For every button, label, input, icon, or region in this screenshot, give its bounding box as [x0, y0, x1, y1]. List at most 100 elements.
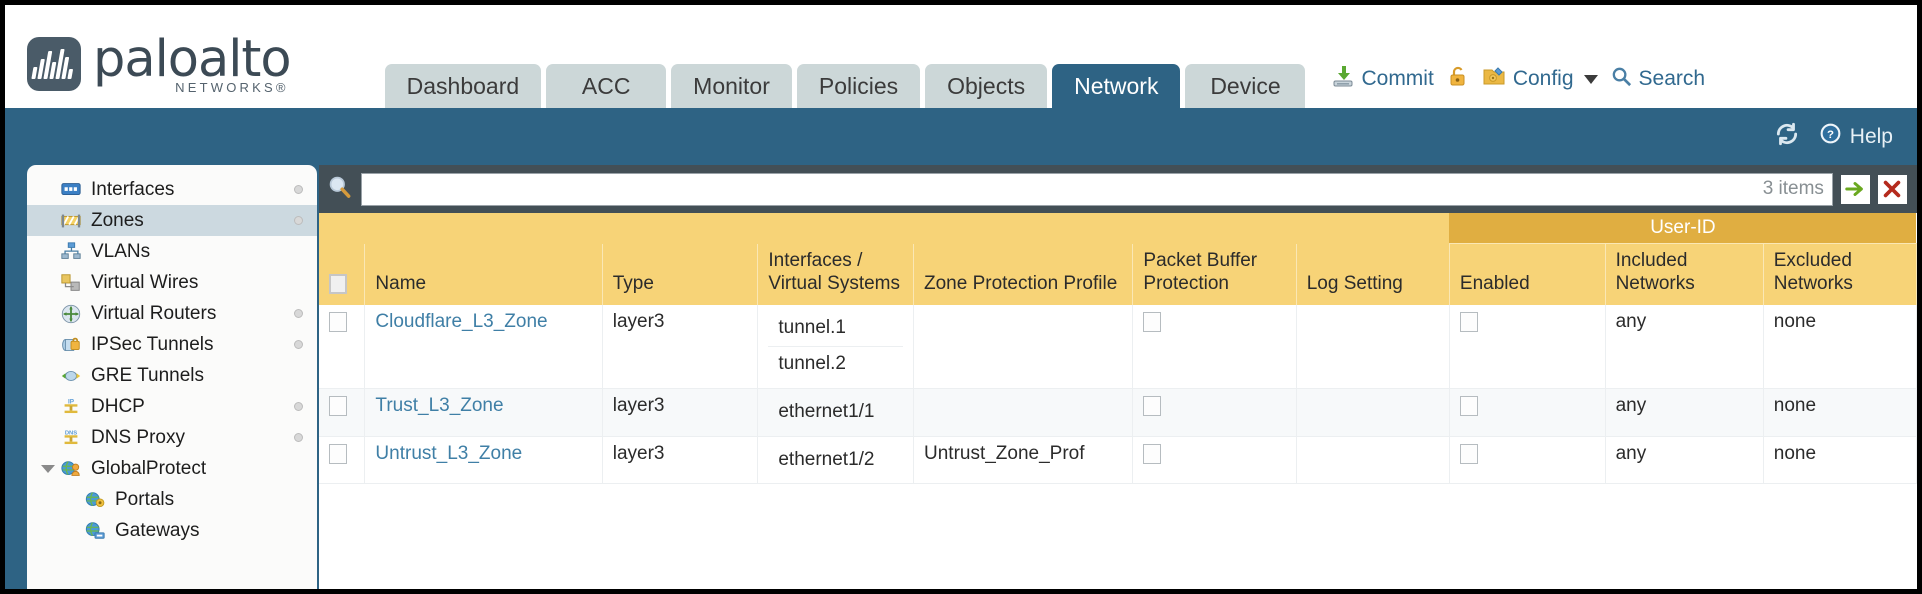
column-header-log-setting[interactable]: Log Setting	[1296, 243, 1450, 306]
cell-packet-buffer-protection[interactable]	[1132, 436, 1297, 485]
search-field-wrap[interactable]: 3 items	[361, 172, 1833, 206]
zone-name-link[interactable]: Cloudflare_L3_Zone	[375, 311, 548, 333]
column-header-zone-protection-profile[interactable]: Zone Protection Profile	[913, 243, 1134, 306]
userid-enabled-checkbox[interactable]	[1459, 443, 1478, 464]
sub-toolbar: ? Help	[5, 108, 1917, 165]
search-button[interactable]: Search	[1610, 65, 1706, 94]
sidebar-item-gre-tunnels[interactable]: GRE Tunnels	[27, 360, 317, 391]
search-magnifier-icon	[1610, 65, 1633, 94]
packet-buffer-protection-checkbox[interactable]	[1143, 395, 1162, 416]
search-input[interactable]	[370, 177, 1763, 201]
gre-tunnels-icon	[59, 366, 83, 386]
sidebar-item-dhcp[interactable]: IP DHCP	[27, 391, 317, 422]
virtual-routers-icon	[59, 304, 83, 324]
cell-interfaces: ethernet1/1	[757, 388, 914, 437]
cell-zone-name: Untrust_L3_Zone	[364, 436, 603, 485]
sidebar-item-globalprotect[interactable]: GlobalProtect	[27, 453, 317, 484]
cell-userid-enabled[interactable]	[1449, 388, 1606, 437]
svg-text:IP: IP	[68, 398, 75, 405]
apply-filter-button[interactable]	[1840, 174, 1870, 204]
portals-icon	[83, 490, 107, 510]
cell-excluded-networks: none	[1763, 388, 1917, 437]
column-header-type[interactable]: Type	[602, 243, 759, 306]
lock-button[interactable]	[1446, 64, 1470, 94]
sidebar-item-virtual-wires[interactable]: Virtual Wires	[27, 267, 317, 298]
column-header-enabled[interactable]: Enabled	[1449, 243, 1606, 306]
tab-objects[interactable]: Objects	[925, 63, 1048, 108]
gateways-icon	[83, 521, 107, 541]
tab-acc[interactable]: ACC	[546, 63, 667, 108]
row-select-checkbox[interactable]	[329, 443, 347, 464]
cell-included-networks: any	[1605, 305, 1764, 389]
cell-userid-enabled[interactable]	[1449, 436, 1606, 485]
column-header-included-networks[interactable]: Included Networks	[1605, 243, 1764, 306]
search-magnifier-icon[interactable]	[327, 174, 353, 205]
lock-icon	[1446, 64, 1470, 94]
tab-policies[interactable]: Policies	[796, 63, 921, 108]
tab-monitor[interactable]: Monitor	[671, 63, 792, 108]
help-label: Help	[1849, 124, 1893, 148]
userid-enabled-checkbox[interactable]	[1459, 395, 1478, 416]
packet-buffer-protection-checkbox[interactable]	[1143, 312, 1162, 333]
sidebar-item-virtual-routers[interactable]: Virtual Routers	[27, 298, 317, 329]
interface-entry: tunnel.2	[778, 353, 846, 375]
sidebar-item-interfaces[interactable]: Interfaces	[27, 174, 317, 205]
tab-network[interactable]: Network	[1052, 63, 1181, 108]
row-select-checkbox[interactable]	[329, 312, 347, 333]
cell-log-setting	[1296, 436, 1450, 485]
column-header-name[interactable]: Name	[364, 243, 603, 306]
user-id-group-header: User-ID	[1449, 213, 1917, 245]
column-header-excluded-networks[interactable]: Excluded Networks	[1763, 243, 1917, 306]
main-panel: 3 items	[319, 165, 1917, 589]
row-select-checkbox[interactable]	[329, 395, 347, 416]
select-all-header[interactable]	[319, 243, 366, 306]
commit-button[interactable]: Commit	[1331, 64, 1434, 94]
column-header-packet-buffer-protection[interactable]: Packet Buffer Protection	[1132, 243, 1297, 306]
sidebar-item-gateways[interactable]: Gateways	[27, 515, 317, 546]
sidebar-item-label: DHCP	[91, 395, 145, 417]
column-header-interfaces-virtual-systems[interactable]: Interfaces / Virtual Systems	[757, 243, 914, 306]
zone-name-link[interactable]: Trust_L3_Zone	[375, 394, 504, 416]
sidebar-item-vlans[interactable]: VLANs	[27, 236, 317, 267]
sidebar-item-portals[interactable]: Portals	[27, 484, 317, 515]
packet-buffer-protection-checkbox[interactable]	[1143, 443, 1162, 464]
clear-filter-button[interactable]	[1877, 174, 1907, 204]
sidebar-item-ipsec-tunnels[interactable]: IPSec Tunnels	[27, 329, 317, 360]
tab-dashboard[interactable]: Dashboard	[384, 63, 542, 108]
cell-userid-enabled[interactable]	[1449, 305, 1606, 389]
cell-packet-buffer-protection[interactable]	[1132, 305, 1297, 389]
sidebar-item-zones[interactable]: Zones	[27, 205, 317, 236]
config-menu[interactable]: Config	[1482, 64, 1598, 94]
row-select-cell[interactable]	[319, 388, 366, 437]
svg-text:DNS: DNS	[65, 430, 77, 436]
group-header-spacer	[319, 213, 1450, 244]
refresh-icon[interactable]	[1774, 121, 1800, 152]
ipsec-tunnels-icon	[59, 335, 83, 355]
items-count-label: 3 items	[1762, 178, 1824, 199]
zone-name-link[interactable]: Untrust_L3_Zone	[375, 442, 523, 464]
row-select-cell[interactable]	[319, 305, 366, 389]
tab-device[interactable]: Device	[1185, 63, 1306, 108]
cell-packet-buffer-protection[interactable]	[1132, 388, 1297, 437]
virtual-wires-icon	[59, 273, 83, 293]
userid-enabled-checkbox[interactable]	[1459, 312, 1478, 333]
expander-triangle-icon[interactable]	[41, 464, 55, 473]
brand-name: paloalto	[93, 30, 292, 89]
row-select-cell[interactable]	[319, 436, 366, 485]
sidebar-item-status-dot	[294, 433, 303, 442]
help-link[interactable]: ? Help	[1818, 121, 1893, 152]
select-all-checkbox[interactable]	[329, 273, 347, 294]
sidebar-item-status-dot	[294, 309, 303, 318]
cell-zone-protection-profile	[913, 305, 1134, 389]
search-label: Search	[1638, 67, 1706, 90]
